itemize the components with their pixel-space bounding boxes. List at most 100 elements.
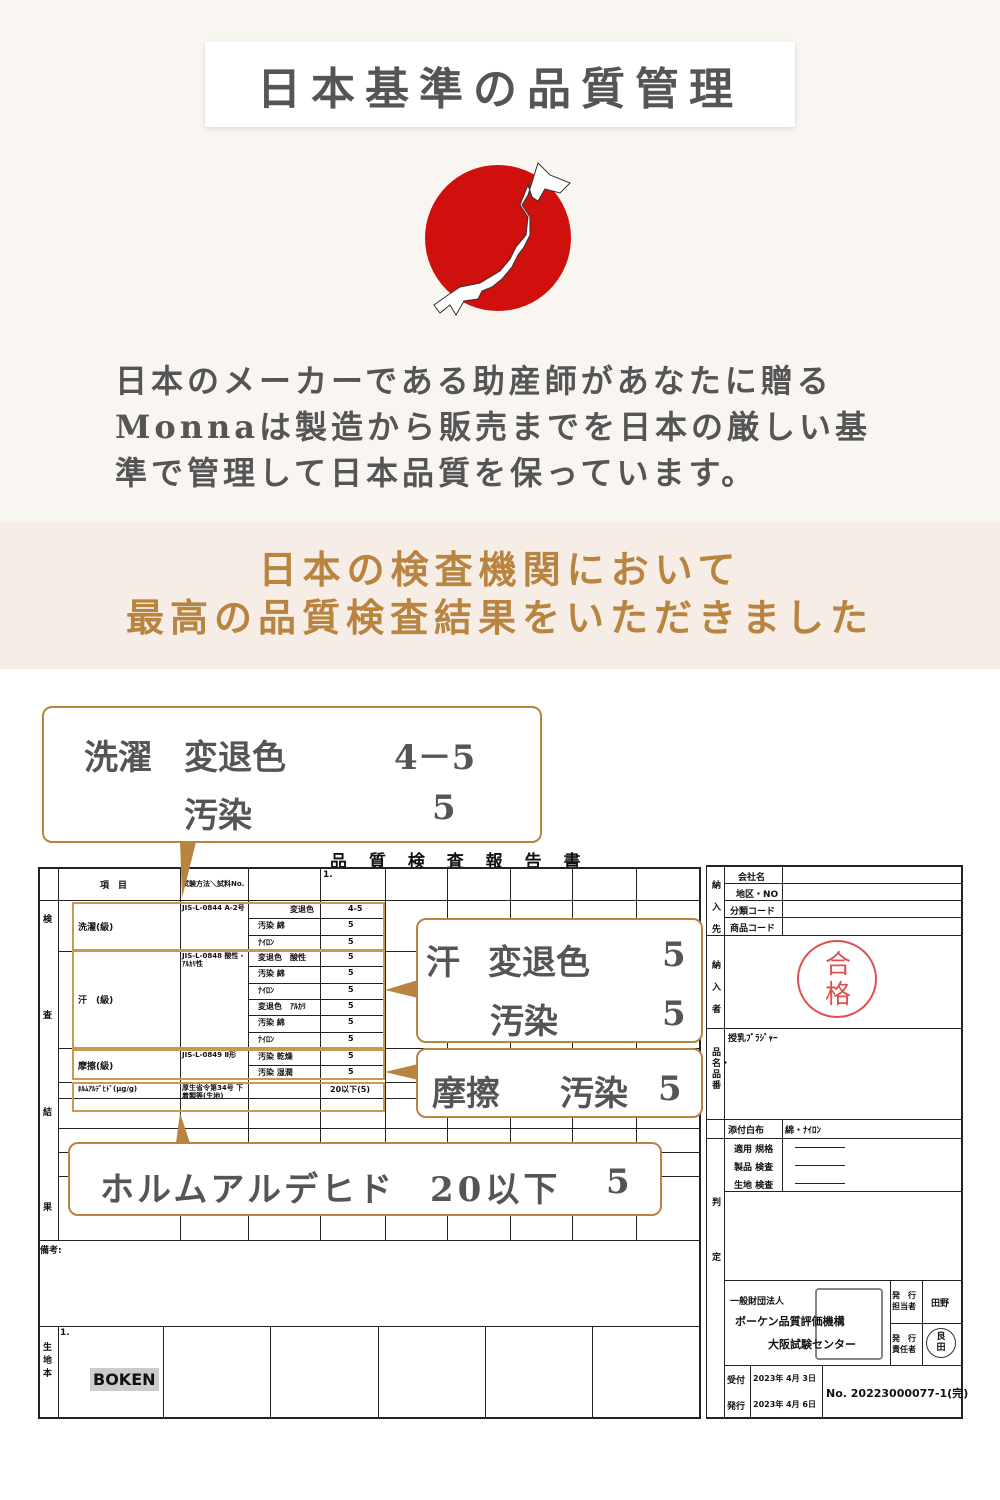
side-label: 検: [43, 915, 53, 925]
test-name: 汚染 乾燥: [258, 1052, 293, 1061]
test-name: 汚染 綿: [258, 1018, 285, 1028]
issued-label: 発行: [727, 1402, 746, 1412]
cloth-value: 綿・ﾅｲﾛﾝ: [785, 1126, 822, 1136]
japan-map-icon: [425, 162, 571, 316]
callout-value: 5: [606, 1162, 630, 1202]
row-line: [248, 982, 385, 984]
responsible-label: 発 行 責任者: [892, 1334, 916, 1354]
callout-value: 5: [658, 1069, 682, 1109]
result-banner: 日本の検査機関において 最高の品質検査結果をいただきました: [0, 522, 1000, 669]
callout-sub: 汚染: [560, 1074, 628, 1114]
test-item: 洗濯(級): [78, 923, 114, 934]
row-line: [248, 934, 385, 936]
row-line: [248, 966, 385, 968]
test-name: ﾅｲﾛﾝ: [258, 985, 274, 995]
test-grade: 5: [348, 952, 354, 961]
callout-value: 4－5: [394, 738, 476, 778]
callout-sub: 汚染: [184, 796, 252, 836]
received-label: 受付: [727, 1376, 746, 1386]
org-seal: [815, 1288, 883, 1360]
callout-value: 5: [662, 994, 686, 1034]
column-header-method: 試験方法＼試料No.: [182, 880, 245, 888]
callout-formaldehyde: ホルムアルデヒド 20以下 5: [68, 1142, 662, 1216]
test-name: 変退色: [290, 905, 314, 914]
test-grade: 5: [348, 1051, 354, 1060]
check-label: 製品 検査: [734, 1163, 774, 1173]
callout-label: ホルムアルデヒド: [100, 1170, 395, 1210]
test-item: 汗 (級): [78, 995, 114, 1006]
cloth-label: 添付白布: [728, 1126, 765, 1136]
column-header-sample: 1.: [323, 870, 333, 880]
row-line: [248, 918, 385, 920]
bottom-sample-no: 1.: [60, 1328, 70, 1338]
test-item: 摩擦(級): [78, 1062, 114, 1073]
callout-sub: 汚染: [490, 1002, 558, 1042]
check-label: 適用 規格: [734, 1145, 774, 1155]
row-line: [58, 1098, 700, 1100]
intro-text: 日本のメーカーである助産師があなたに贈るMonnaは製造から販売までを日本の厳し…: [115, 362, 872, 492]
test-name: ﾅｲﾛﾝ: [258, 937, 274, 947]
test-name: 汚染 綿: [258, 921, 285, 931]
side-label: 結: [43, 1108, 53, 1118]
fabric-label: 生地本: [43, 1343, 53, 1379]
callout-value: 5: [432, 788, 456, 828]
judgement-label: 判: [712, 1198, 722, 1208]
column-header-item: 項 目: [100, 881, 128, 891]
test-name: ﾅｲﾛﾝ: [258, 1034, 274, 1044]
banner-line-1: 日本の検査機関において: [258, 547, 742, 592]
callout-sub: 20以下: [430, 1170, 562, 1210]
product-code-label: 商品コード: [730, 924, 776, 934]
boken-tag-logo: BOKEN: [90, 1368, 159, 1391]
area-label: 地区・NO: [736, 890, 779, 900]
callout-value: 5: [662, 935, 686, 975]
row-line: [248, 1065, 385, 1067]
issued-date: 2023年 4月 6日: [753, 1400, 816, 1409]
callout-washing: 洗濯 変退色 4－5 汚染 5: [42, 706, 542, 843]
class-code-label: 分類コード: [730, 907, 776, 917]
test-method: JIS-L-0844 A-2号: [182, 904, 245, 912]
test-name: 汚染 湿潤: [258, 1068, 293, 1078]
callout-label: 洗濯: [84, 738, 152, 778]
test-name: 汚染 綿: [258, 969, 285, 979]
test-grade: 5: [348, 984, 354, 994]
callout-sweat: 汗 変退色 5 汚染 5: [416, 918, 703, 1043]
test-name: 変退色 酸性: [258, 953, 306, 962]
received-date: 2023年 4月 3日: [753, 1374, 816, 1383]
responsible-seal: 良田: [926, 1328, 956, 1358]
test-grade: 5: [348, 968, 354, 978]
callout-label: 摩擦: [432, 1074, 500, 1114]
test-method: JIS-L-0848 酸性・ｱﾙｶﾘ性: [182, 952, 246, 968]
callout-abrasion: 摩擦 汚染 5: [416, 1048, 703, 1118]
issuer-label: 発 行 担当者: [892, 1291, 916, 1311]
org-name: ボーケン品質評価機構: [735, 1315, 845, 1328]
test-grade: 5: [348, 1000, 354, 1010]
org-type: 一般財団法人: [730, 1297, 785, 1307]
report-number: No. 20223000077-1(完): [826, 1387, 969, 1400]
nyunyu-saki-label: 納入先: [712, 881, 722, 935]
company-label: 会社名: [738, 873, 766, 883]
test-name: 変退色 ｱﾙｶﾘ: [258, 1001, 306, 1011]
page-title: 日本基準の品質管理: [205, 42, 795, 127]
test-grade: 20以下(5): [330, 1085, 371, 1094]
org-center: 大阪試験センター: [768, 1338, 856, 1351]
side-label: 果: [43, 1203, 53, 1213]
test-grade: 5: [348, 1033, 354, 1043]
test-grade: 5: [348, 1067, 354, 1077]
test-grade: 5: [348, 936, 354, 946]
test-grade: 4-5: [348, 904, 363, 913]
callout-label: 汗: [426, 943, 460, 983]
product-name-label: 品名・品番: [712, 1048, 731, 1091]
side-label: 査: [43, 1011, 53, 1021]
check-label: 生地 検査: [734, 1181, 774, 1191]
judgement-label: 定: [712, 1253, 722, 1263]
callout-sub: 変退色: [184, 738, 286, 778]
banner-line-2: 最高の品質検査結果をいただきました: [125, 595, 874, 640]
row-line: [248, 1015, 385, 1017]
pass-stamp: 合格: [797, 940, 877, 1018]
callout-sub: 変退色: [488, 943, 590, 983]
test-method: 厚生省令第34号 下着類等(生地): [182, 1084, 244, 1100]
test-grade: 5: [348, 920, 354, 930]
issuer-name: 田野: [931, 1299, 950, 1309]
product-name: 授乳ﾌﾞﾗｼﾞｬｰ: [728, 1034, 778, 1044]
